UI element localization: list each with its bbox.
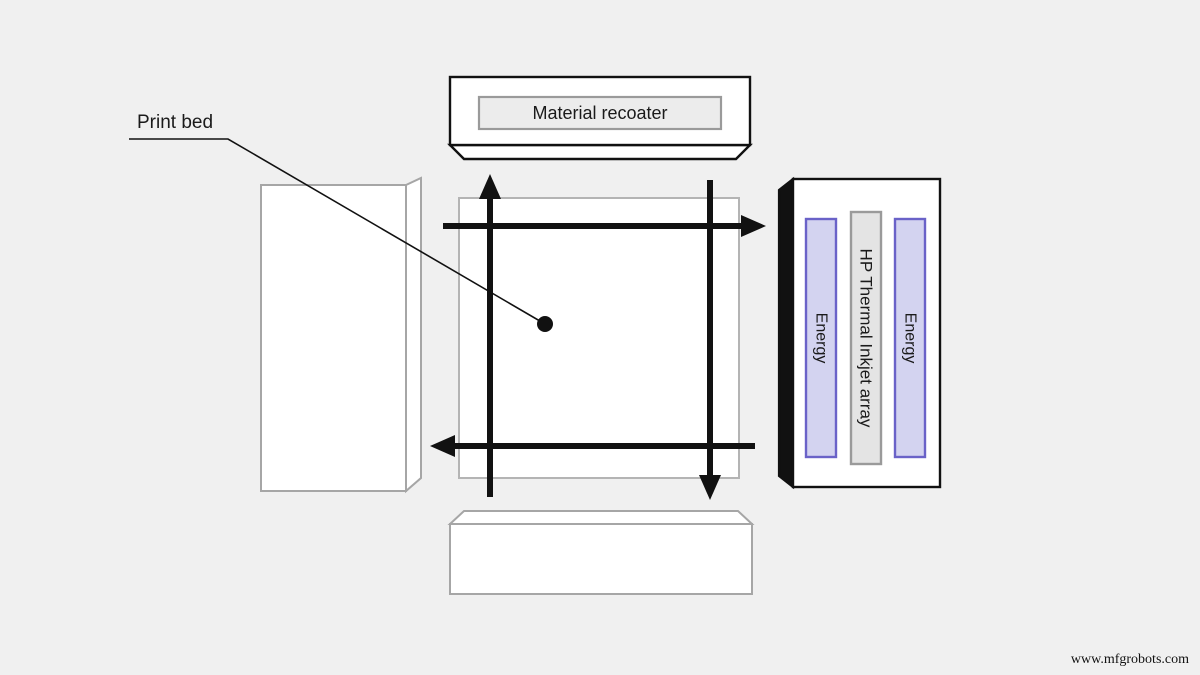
energy-bar-right-body: [893, 217, 927, 459]
energy-bar-left: Energy: [804, 217, 838, 459]
bottom-platform-front-face: [449, 523, 753, 595]
energy-bar-left-body: [804, 217, 838, 459]
right-arrow-head: [741, 215, 766, 237]
right-arrow: [443, 215, 766, 237]
watermark-label: www.mfgrobots.com: [1071, 652, 1189, 667]
bottom-platform-unit: [447, 510, 755, 595]
left-arrow: [430, 435, 755, 457]
carriage-side-face: [777, 176, 795, 490]
build-area-square: [458, 197, 740, 479]
print-bed-front-face: [260, 184, 407, 492]
inkjet-array: HP Thermal Inkjet array: [849, 210, 883, 466]
print-bed-leader-line: [129, 138, 546, 325]
bottom-platform-top-face: [447, 510, 755, 525]
down-arrow: [699, 180, 721, 500]
material-recoater-unit: Material recoater: [447, 75, 753, 161]
recoater-inner-plate: [477, 95, 723, 131]
print-bed-callout-dot: [537, 316, 553, 332]
energy-bar-right-label: Energy: [902, 313, 919, 364]
print-bed-side-face: [405, 176, 422, 494]
energy-bar-left-label: Energy: [813, 313, 830, 364]
print-bed-label: Print bed: [137, 112, 213, 133]
inkjet-array-body: [849, 210, 883, 466]
material-recoater-label: Material recoater: [532, 103, 667, 123]
inkjet-carriage-unit: Energy HP Thermal Inkjet array Energy: [777, 176, 942, 490]
up-arrow-head: [479, 174, 501, 199]
energy-bar-right: Energy: [893, 217, 927, 459]
left-arrow-head: [430, 435, 455, 457]
motion-arrow-group: [430, 174, 766, 500]
print-bed-unit: [260, 176, 422, 494]
inkjet-array-label: HP Thermal Inkjet array: [857, 249, 876, 428]
recoater-bottom-face: [447, 143, 753, 161]
print-bed-callout: Print bed: [129, 112, 553, 332]
down-arrow-head: [699, 475, 721, 500]
